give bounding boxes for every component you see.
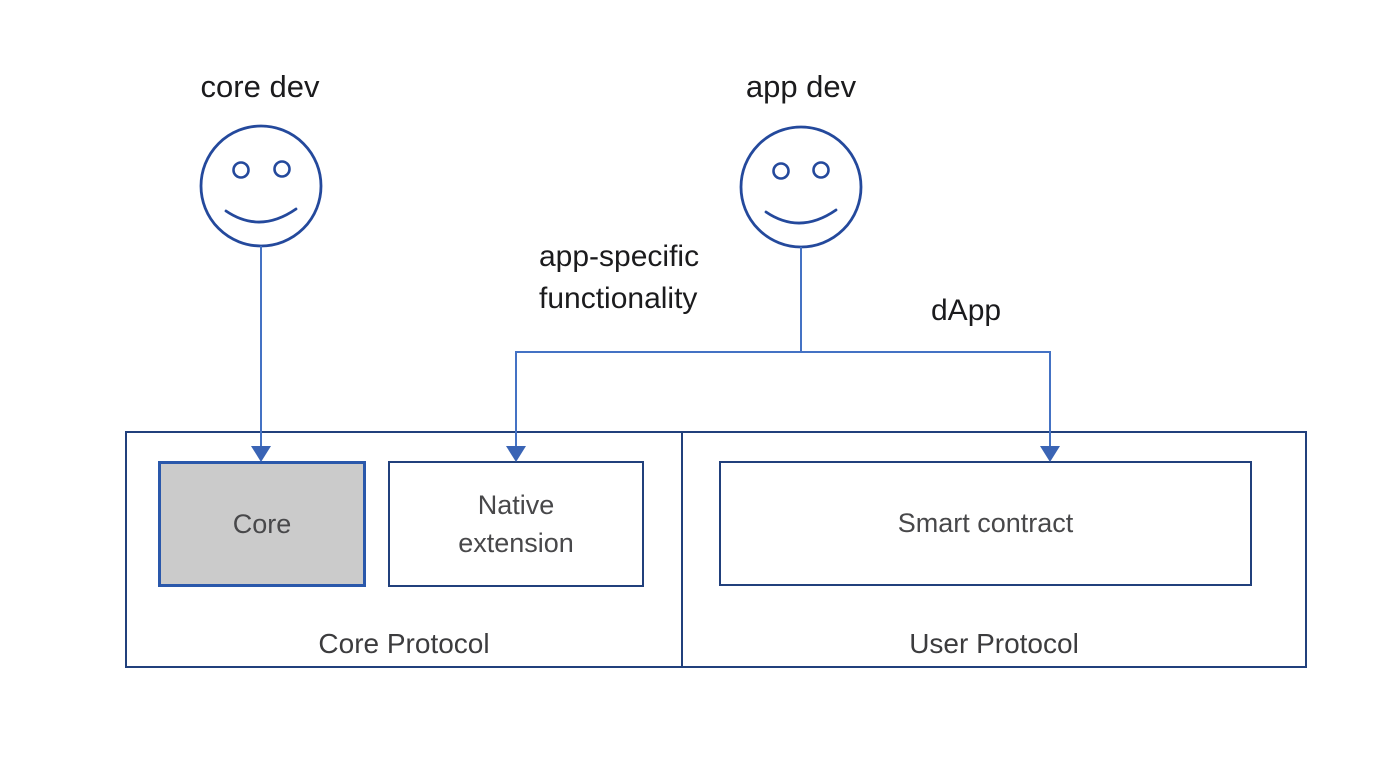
container-user-protocol-label: User Protocol: [909, 628, 1079, 659]
arrow-core-dev-to-core: [251, 246, 271, 462]
box-smart-contract-label: Smart contract: [897, 508, 1074, 538]
box-core: Core: [158, 461, 366, 587]
box-core-label: Core: [232, 508, 292, 539]
container-core-protocol-label: Core Protocol: [318, 628, 490, 659]
edge-label-dapp: dApp: [931, 294, 1002, 327]
box-native-extension: Native extension: [388, 461, 644, 587]
core-dev-face-icon: [199, 124, 323, 248]
edge-label-line1: app-specific: [539, 240, 700, 273]
actor-label-core-dev: core dev: [200, 69, 320, 104]
actor-label-app-dev: app dev: [745, 69, 857, 104]
app-dev-face-icon: [739, 125, 863, 249]
container-user-protocol: [681, 431, 1307, 668]
box-native-extension-label: Native extension: [458, 490, 574, 558]
edge-label-app-specific-functionality: app-specific functionality: [539, 236, 699, 320]
box-smart-contract: Smart contract: [719, 461, 1252, 586]
edge-label-line2: functionality: [539, 282, 698, 315]
